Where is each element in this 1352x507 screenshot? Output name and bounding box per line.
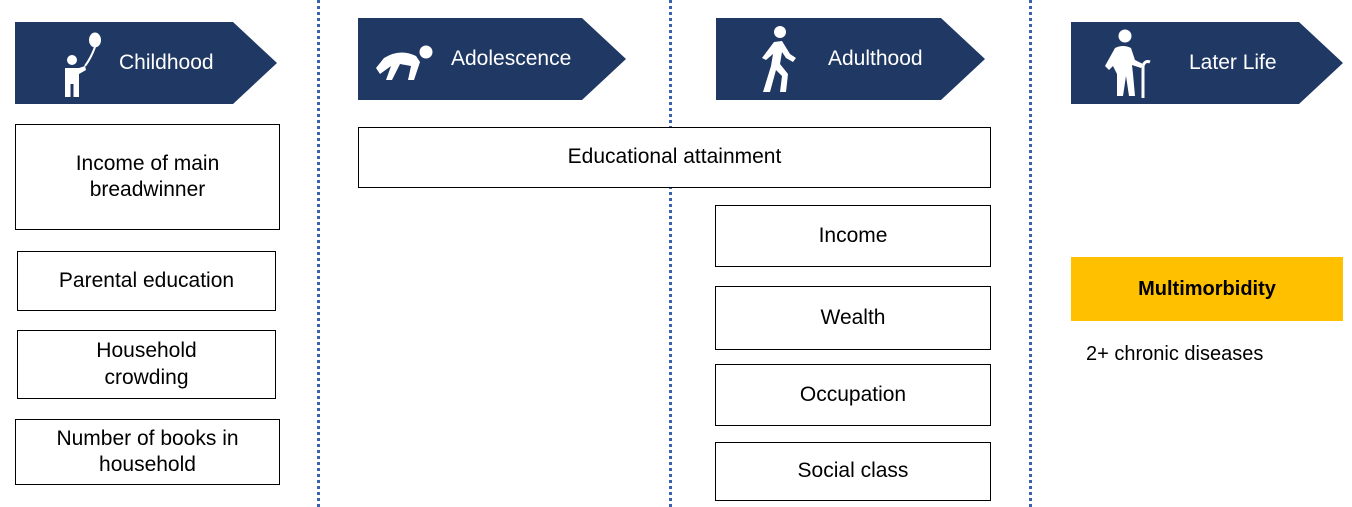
measure-household-crowding: Household crowding	[17, 330, 276, 399]
elderly-person-with-cane-icon	[1093, 22, 1163, 104]
runner-crouching-icon	[364, 18, 444, 100]
walking-person-icon	[746, 18, 806, 100]
measure-occupation: Occupation	[715, 364, 991, 426]
measure-educational-attainment: Educational attainment	[358, 127, 991, 188]
stage-label: Childhood	[119, 51, 214, 74]
divider-adolescence-adulthood	[669, 0, 672, 507]
stage-label: Adolescence	[451, 47, 572, 70]
measure-income: Income	[715, 205, 991, 267]
measure-income-main-breadwinner: Income of main breadwinner	[15, 124, 280, 230]
stage-childhood: Childhood	[15, 22, 277, 104]
child-with-balloon-icon	[47, 22, 107, 104]
stage-adolescence: Adolescence	[358, 18, 626, 100]
stage-later-life: Later Life	[1071, 22, 1343, 104]
stage-label: Later Life	[1189, 51, 1277, 74]
measure-parental-education: Parental education	[17, 251, 276, 311]
outcome-definition: 2+ chronic diseases	[1086, 343, 1264, 365]
outcome-multimorbidity: Multimorbidity	[1071, 257, 1343, 321]
divider-childhood-adolescence	[317, 0, 320, 507]
measure-wealth: Wealth	[715, 286, 991, 350]
measure-social-class: Social class	[715, 442, 991, 501]
stage-adulthood: Adulthood	[716, 18, 985, 100]
divider-adulthood-later-life	[1029, 0, 1032, 507]
stage-label: Adulthood	[828, 47, 923, 70]
measure-number-of-books: Number of books in household	[15, 419, 280, 485]
